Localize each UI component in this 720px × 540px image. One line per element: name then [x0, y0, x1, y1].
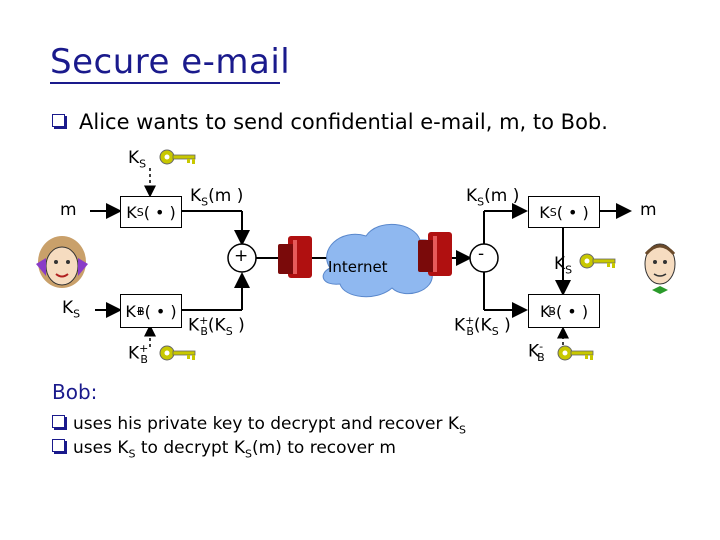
label-ks-key-sender: KS [128, 148, 147, 171]
label-kb-key-receiver: K-B [528, 340, 545, 365]
bullet-icon [52, 438, 65, 452]
label-ks-key-receiver: KS [554, 254, 573, 277]
bob-bullet-2: uses KS to decrypt KS(m) to recover m [52, 438, 396, 460]
intro-bullet: Alice wants to send confidential e-mail,… [52, 110, 608, 134]
slide-title: Secure e-mail [50, 42, 291, 82]
label-m-sender: m [60, 200, 77, 220]
minus-sign: - [478, 244, 485, 264]
title-underline [50, 82, 280, 84]
key-icon-kb-sender [159, 345, 196, 361]
key-icon-kb-receiver [557, 345, 594, 361]
bullet-icon [52, 414, 65, 428]
router-icon-left [278, 236, 312, 278]
label-ks-m-receiver: KS(m ) [466, 186, 520, 209]
label-kb-ks-receiver: K+B(KS ) [454, 314, 511, 339]
bob-avatar-icon [644, 243, 676, 294]
label-kb-ks-sender: K+B(KS ) [188, 314, 245, 339]
intro-text: Alice wants to send confidential e-mail,… [79, 110, 608, 134]
alice-avatar-icon [36, 236, 88, 288]
bob-heading: Bob: [52, 380, 98, 404]
label-ks-m-sender: KS(m ) [190, 186, 244, 209]
kb-private-box: K-B( • ) [528, 294, 600, 328]
bullet-icon [52, 113, 65, 127]
bob-bullet-1: uses his private key to decrypt and reco… [52, 414, 466, 436]
label-ks-left: KS [62, 298, 81, 321]
label-m-receiver: m [640, 200, 657, 220]
label-kb-key-sender: K+B [128, 342, 149, 367]
key-icon-ks-receiver [579, 253, 616, 269]
kb-public-box: K+B( • ) [120, 294, 182, 328]
router-icon-right [418, 232, 452, 276]
key-icon-ks-sender [159, 149, 196, 165]
plus-sign: + [234, 246, 249, 266]
internet-label: Internet [328, 258, 388, 276]
